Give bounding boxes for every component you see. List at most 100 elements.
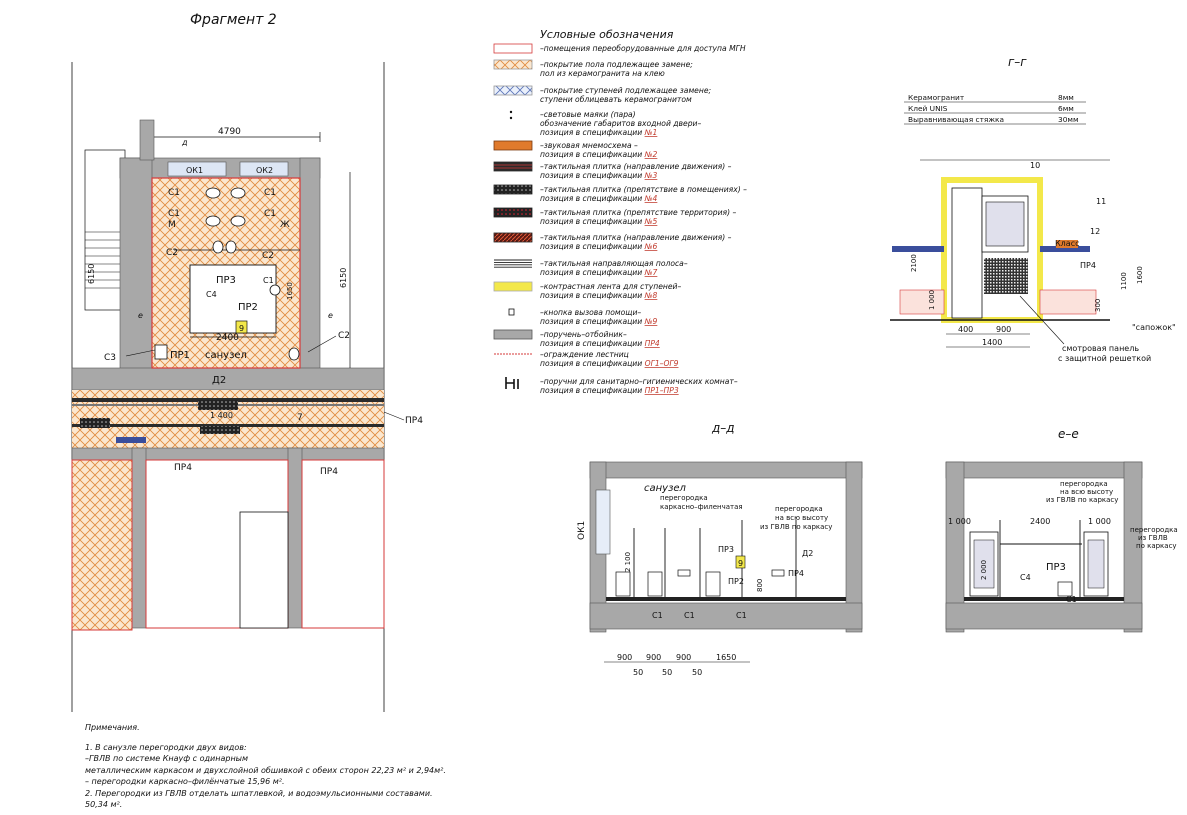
label-d-section: д <box>181 138 188 147</box>
fixture-c3: С3 <box>104 353 116 363</box>
legend-item-text: –световые маяки (пара) <box>540 110 636 119</box>
dd-dim-2100: 2 100 <box>624 552 632 572</box>
dd-full-1: перегородка <box>775 505 823 513</box>
fixture-c2-b: С2 <box>262 251 274 261</box>
dd-pr2: ПР2 <box>728 577 744 586</box>
dd-pr3: ПР3 <box>718 545 734 554</box>
gg-klass: Класс <box>1055 239 1080 248</box>
legend-item-position: ПР1–ПР3 <box>645 386 679 395</box>
ee-dim-2400: 2400 <box>1030 517 1050 526</box>
legend-item-position: ПР4 <box>645 339 660 348</box>
legend-item-position: №9 <box>644 317 658 326</box>
legend-swatch <box>508 308 515 316</box>
fixture-c4: С4 <box>206 290 217 299</box>
dim-right: 6150 <box>339 268 348 288</box>
legend-item: –световые маяки (пара)обозначение габари… <box>509 110 701 137</box>
dd-dim-900-a: 900 <box>617 653 632 662</box>
legend-item-text: позиция в спецификации №2 <box>540 150 658 159</box>
legend-swatch <box>493 281 533 292</box>
label-pr1: ПР1 <box>170 350 190 361</box>
dd-c1-c: С1 <box>736 611 747 620</box>
legend-swatch <box>493 43 533 54</box>
dd-dim-50-b: 50 <box>662 668 672 677</box>
legend-item-text: –ограждение лестниц <box>540 350 629 359</box>
notes-line-1: 1. В санузле перегородки двух видов: <box>85 742 247 752</box>
window-ok1: ОК1 <box>186 166 203 175</box>
legend-item-text: –поручни для санитарно–гигиенических ком… <box>540 377 738 386</box>
dd-dim-800: 800 <box>756 579 764 592</box>
dim-1650: 1650 <box>286 282 294 300</box>
dd-c1-a: С1 <box>652 611 663 620</box>
fixture-c1-d: С1 <box>264 209 276 219</box>
gg-dim-1000: 1 000 <box>928 290 936 310</box>
legend-title: Условные обозначения <box>540 28 674 41</box>
dd-full-2: на всю высоту <box>775 514 828 522</box>
legend-item: –поручень–отбойник–позиция в спецификаци… <box>493 329 660 348</box>
notes-line-5: 2. Перегородки из ГВЛВ отделать шпатлевк… <box>85 788 433 798</box>
legend-swatch <box>505 377 519 389</box>
legend-item-text: ступени облицевать керамогранитом <box>540 95 692 104</box>
legend-item-text: позиция в спецификации №1 <box>540 128 657 137</box>
legend-item-text: позиция в спецификации №3 <box>540 171 658 180</box>
fixture-c2-c: С2 <box>338 331 350 341</box>
legend-item: –кнопка вызова помощи–позиция в специфик… <box>508 308 658 326</box>
dd-partition-2: каркасно–филенчатая <box>660 503 743 511</box>
ee-right-2: из ГВЛВ <box>1138 534 1168 542</box>
gg-panel-line1: смотровая панель <box>1062 344 1139 353</box>
legend-item-text: позиция в спецификации №4 <box>540 194 658 203</box>
legend-item-text: позиция в спецификации №8 <box>540 291 658 300</box>
legend-item-text: пол из керамогранита на клею <box>540 69 665 78</box>
legend-item: –тактильная плитка (направление движения… <box>493 161 732 180</box>
fixture-c1-c: С1 <box>168 209 180 219</box>
legend-item-position: №7 <box>644 268 658 277</box>
ee-pr3: ПР3 <box>1046 562 1066 573</box>
section-dd: д–д санузел ОК1 перегородка каркасно–фил… <box>577 421 863 677</box>
gg-dim-300: 300 <box>1094 299 1102 312</box>
legend-item-text: –кнопка вызова помощи– <box>540 308 641 317</box>
gg-label-12: 12 <box>1090 227 1100 236</box>
ee-full-2: на всю высоту <box>1060 488 1113 496</box>
gg-label-10: 10 <box>1030 161 1040 170</box>
legend-swatch <box>493 329 533 340</box>
dd-pr4: ПР4 <box>788 569 804 578</box>
legend-swatch <box>494 259 532 268</box>
gg-pr4: ПР4 <box>1080 261 1096 270</box>
dd-window: ОК1 <box>577 521 587 540</box>
dim-1400: 1 400 <box>210 411 233 420</box>
legend-item-position: №1 <box>644 128 658 137</box>
dd-partition-1: перегородка <box>660 494 708 502</box>
legend-item-text: –контрастная лента для ступеней– <box>540 282 681 291</box>
ee-full-1: перегородка <box>1060 480 1108 488</box>
ee-full-3: из ГВЛВ по каркасу <box>1046 496 1118 504</box>
legend-swatch <box>493 140 533 151</box>
legend-swatch <box>493 207 533 218</box>
notes-line-2: –ГВЛВ по системе Кнауф с одинарным <box>85 754 249 763</box>
dd-dim-1650: 1650 <box>716 653 736 662</box>
gg-table-name: Выравнивающая стяжка <box>908 115 1004 124</box>
legend-item-position: №3 <box>644 171 658 180</box>
dd-room: санузел <box>644 483 687 494</box>
legend-item-position: №8 <box>644 291 658 300</box>
gg-sapozhok: "сапожок" <box>1132 323 1176 332</box>
section-gg-title: г–г <box>1008 55 1027 69</box>
label-pr4-a: ПР4 <box>405 416 423 426</box>
notes-title: Примечания. <box>85 723 140 732</box>
label-pr4-b: ПР4 <box>174 463 192 473</box>
gg-table-value: 30мм <box>1058 115 1079 124</box>
ee-dim-1000-b: 1 000 <box>1088 517 1111 526</box>
floor-plan: 4790 д 6150 ОК1 ОК2 <box>71 62 423 712</box>
section-dd-title: д–д <box>711 421 735 435</box>
gg-table-value: 8мм <box>1058 93 1074 102</box>
section-ee-title: е–е <box>1058 427 1079 441</box>
ee-dim-2000: 2 000 <box>980 560 988 580</box>
legend-item-position: №5 <box>644 217 658 226</box>
legend-item-text: позиция в спецификации №9 <box>540 317 658 326</box>
notes-block: Примечания. 1. В санузле перегородки дву… <box>85 722 446 811</box>
fixture-c2-a: С2 <box>166 248 178 258</box>
legend-item-text: позиция в спецификации ПР4 <box>540 339 660 348</box>
legend-swatch <box>509 110 513 120</box>
ee-dim-1000-a: 1 000 <box>948 517 971 526</box>
